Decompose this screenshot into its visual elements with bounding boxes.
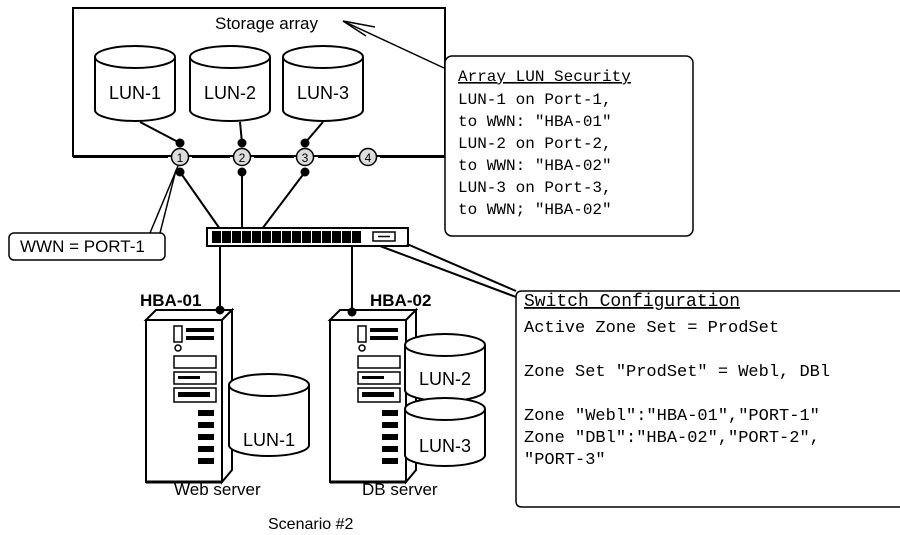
- web-server-hba-label: HBA-01: [140, 291, 201, 310]
- switch-server-links: [219, 243, 517, 312]
- web-server-lun-1-label: LUN-1: [243, 430, 295, 450]
- db-server-lun-3: LUN-3: [404, 397, 486, 467]
- array-lun-2: LUN-2: [189, 45, 271, 122]
- db-server: HBA-02 LUN-2 LUN-3 DB server: [328, 291, 486, 499]
- switch-configuration-line: Active Zone Set = ProdSet: [524, 319, 779, 338]
- array-lun-3-label: LUN-3: [297, 83, 349, 103]
- wwn-callout: WWN = PORT-1: [8, 165, 179, 261]
- db-server-label: DB server: [362, 480, 438, 499]
- array-lun-1-label: LUN-1: [109, 83, 161, 103]
- switch-configuration-line: Zone "DBl":"HBA-02","PORT-2",: [524, 429, 820, 448]
- array-lun-2-label: LUN-2: [204, 83, 256, 103]
- port-switch-links: [179, 171, 306, 230]
- fc-switch: [206, 227, 409, 247]
- port-1: 1: [170, 147, 190, 167]
- switch-configuration-line: Zone Set "ProdSet" = Webl, DBl: [524, 363, 830, 382]
- array-lun-security-line: to WWN: "HBA-02": [458, 157, 612, 175]
- port-3: 3: [295, 147, 315, 167]
- array-lun-security-line: LUN-1 on Port-1,: [458, 91, 612, 109]
- switch-configuration-line: Zone "Webl":"HBA-01","PORT-1": [524, 407, 820, 426]
- wwn-label: WWN = PORT-1: [20, 237, 145, 256]
- db-server-lun-3-label: LUN-3: [419, 436, 471, 456]
- web-server-label: Web server: [174, 480, 261, 499]
- array-lun-security-line: LUN-3 on Port-3,: [458, 179, 612, 197]
- db-server-lun-2-label: LUN-2: [419, 369, 471, 389]
- web-server-hba-dot: [215, 305, 225, 315]
- db-server-hba-dot: [347, 307, 357, 317]
- array-lun-security-box: Array LUN Security LUN-1 on Port-1, to W…: [444, 55, 694, 237]
- switch-configuration-box: Switch Configuration Active Zone Set = P…: [515, 290, 900, 508]
- db-server-lun-2: LUN-2: [404, 333, 486, 402]
- port-4-label: 4: [365, 151, 372, 165]
- port-2: 2: [232, 147, 252, 167]
- scenario-caption: Scenario #2: [268, 516, 353, 533]
- switch-configuration-line: "PORT-3": [524, 451, 606, 470]
- array-lun-1: LUN-1: [94, 45, 176, 122]
- array-lun-3: LUN-3: [282, 45, 364, 122]
- port-1-label: 1: [177, 151, 184, 165]
- array-lun-security-title: Array LUN Security: [458, 68, 631, 86]
- db-server-hba-label: HBA-02: [370, 291, 431, 310]
- web-server: HBA-01 LUN-1 Web server: [140, 291, 310, 499]
- storage-array-title: Storage array: [215, 14, 318, 33]
- port-4: 4: [358, 147, 378, 167]
- switch-configuration-title: Switch Configuration: [524, 292, 740, 312]
- web-server-lun-1: LUN-1: [228, 373, 310, 457]
- port-3-label: 3: [302, 151, 309, 165]
- port-2-label: 2: [239, 151, 246, 165]
- lun-port-links: [73, 121, 445, 158]
- switch-ports: [212, 231, 361, 243]
- array-lun-security-line: LUN-2 on Port-2,: [458, 135, 612, 153]
- array-lun-security-line: to WWN; "HBA-02": [458, 201, 612, 219]
- array-lun-security-line: to WWN: "HBA-01": [458, 113, 612, 131]
